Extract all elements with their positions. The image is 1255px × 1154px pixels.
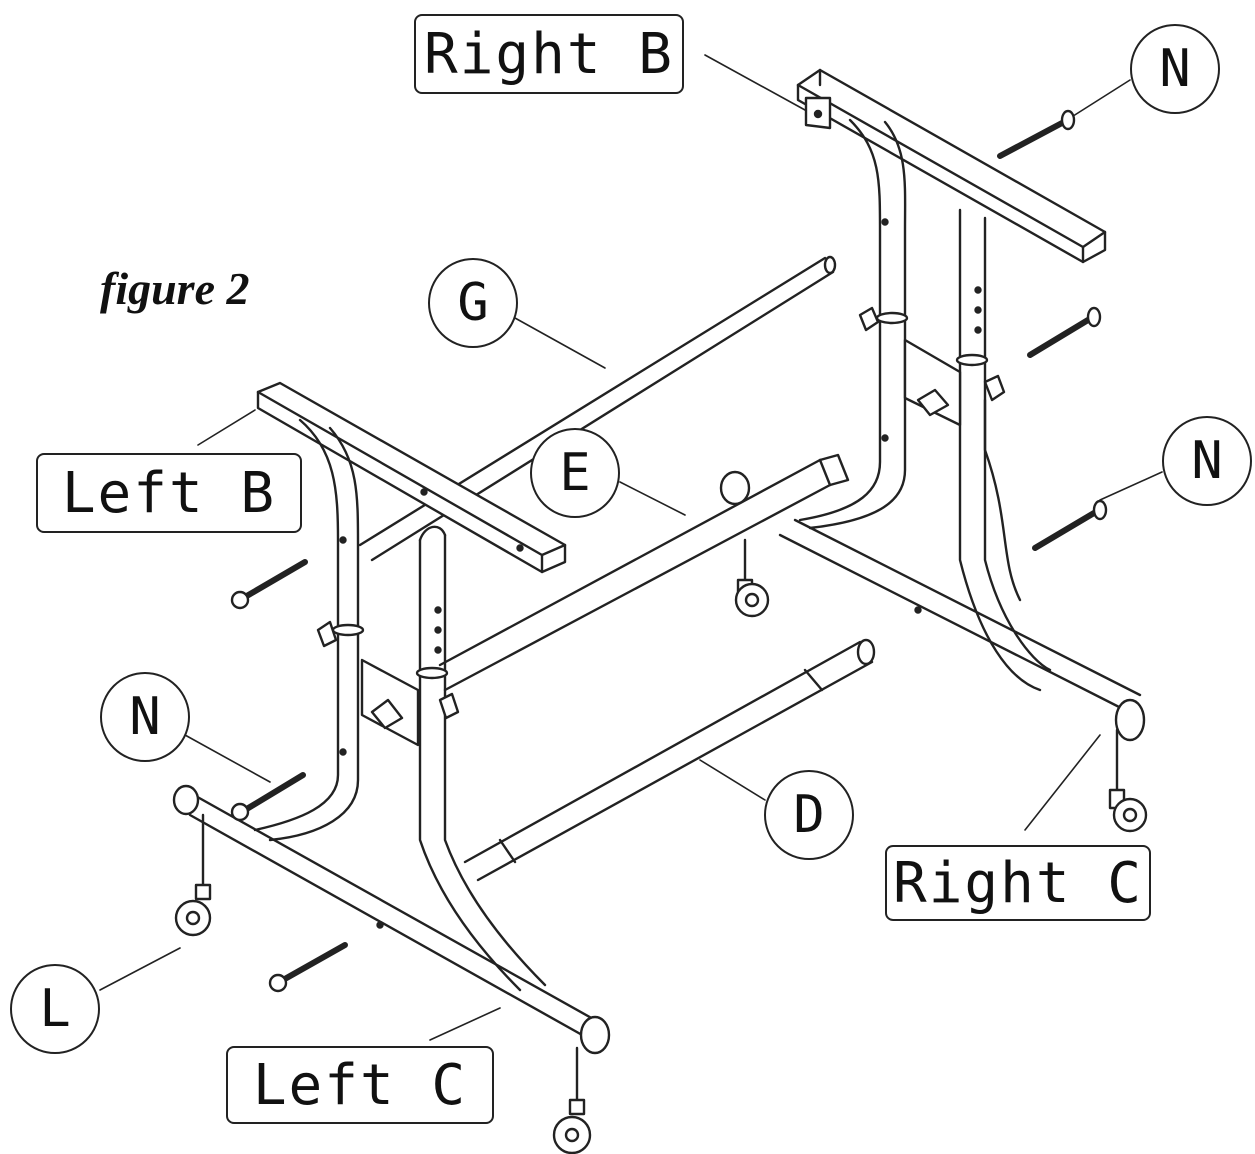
callout-l: L bbox=[10, 964, 100, 1054]
callout-n-left: N bbox=[100, 672, 190, 762]
callout-n-top: N bbox=[1130, 24, 1220, 114]
right-c-foot bbox=[778, 518, 1148, 833]
leader-lines bbox=[99, 54, 1163, 1041]
left-frame-legs bbox=[253, 418, 547, 992]
bolt-mid-right bbox=[1027, 306, 1102, 358]
callout-n-right: N bbox=[1162, 416, 1252, 506]
bolt-left-upper bbox=[230, 559, 308, 610]
label-right-b: Right B bbox=[414, 14, 684, 94]
bolt-left-lower bbox=[230, 772, 306, 822]
label-left-c: Left C bbox=[226, 1046, 494, 1124]
bolt-bottom bbox=[268, 942, 348, 993]
e-rail bbox=[438, 453, 850, 692]
callout-g: G bbox=[428, 258, 518, 348]
label-left-b: Left B bbox=[36, 453, 302, 533]
callout-e: E bbox=[530, 428, 620, 518]
left-c-foot bbox=[172, 784, 611, 1154]
label-right-c: Right C bbox=[885, 845, 1151, 921]
left-b-crossbar bbox=[256, 381, 567, 574]
bolt-lower-right bbox=[1032, 499, 1108, 551]
right-b-crossbar bbox=[796, 68, 1107, 264]
figure-title: figure 2 bbox=[100, 263, 250, 314]
right-frame-legs bbox=[798, 118, 1052, 692]
bolt-top-right bbox=[997, 109, 1076, 159]
bolts bbox=[230, 109, 1108, 993]
callout-d: D bbox=[764, 770, 854, 860]
d-rail bbox=[463, 638, 876, 882]
